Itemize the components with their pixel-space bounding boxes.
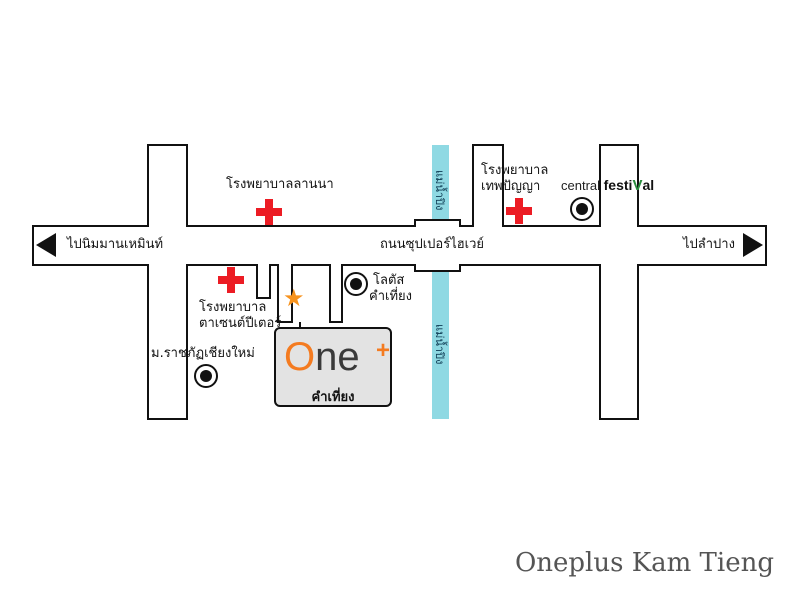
lotus-label-line1: โลตัส — [373, 273, 405, 288]
hospital-theppanya-icon — [506, 198, 532, 224]
main-road-label: ถนนซุปเปอร์ไฮเวย์ — [380, 237, 485, 252]
hospital-stpeter-label-line1: โรงพยาบาล — [199, 300, 267, 315]
university-marker-icon — [194, 364, 218, 388]
hospital-theppanya-label-line1: โรงพยาบาล — [481, 163, 549, 178]
lotus-label-line2: คำเที่ยง — [369, 289, 412, 304]
lotus-marker-icon — [344, 272, 368, 296]
arrow-west-icon — [36, 233, 56, 257]
hospital-stpeter-label-line2: ตาเซนต์ปีเตอร์ — [199, 316, 282, 331]
central-festival-bold: festi — [603, 177, 633, 193]
oneplus-logo: One + — [284, 335, 390, 379]
map-caption: Oneplus Kam Tieng — [514, 548, 774, 578]
university-label: ม.ราชภัฏเชียงใหม่ — [151, 346, 255, 361]
hospital-lanna-label: โรงพยาบาลลานนา — [226, 177, 334, 192]
river-north — [432, 145, 449, 219]
store-name: คำเที่ยง — [311, 390, 355, 405]
oneplus-logo-o: O — [284, 335, 316, 379]
river-label-south: แม่น้ำปิง — [433, 324, 446, 365]
central-festival-v: V — [632, 177, 643, 194]
direction-east-label: ไปลำปาง — [683, 237, 735, 252]
oneplus-logo-ne: ne — [315, 335, 360, 379]
oneplus-logo-plus: + — [376, 337, 391, 364]
road-outline — [32, 144, 767, 420]
direction-west-label: ไปนิมมานเหมินท์ — [67, 237, 164, 252]
hospital-lanna-icon — [256, 199, 282, 225]
oneplus-store-callout: One + คำเที่ยง — [274, 327, 392, 407]
hospital-stpeter-icon — [218, 267, 244, 293]
arrow-east-icon — [743, 233, 763, 257]
central-festival-prefix: central — [561, 178, 604, 193]
hospital-theppanya-label-line2: เทพปัญญา — [481, 179, 541, 194]
river-label-north: แม่น้ำปิง — [433, 170, 446, 211]
river-south — [432, 272, 449, 419]
central-festival-marker-icon — [570, 197, 594, 221]
star-icon: ★ — [283, 284, 305, 312]
central-festival-logo: central festiVal — [561, 175, 654, 194]
central-festival-suffix: al — [642, 177, 655, 193]
